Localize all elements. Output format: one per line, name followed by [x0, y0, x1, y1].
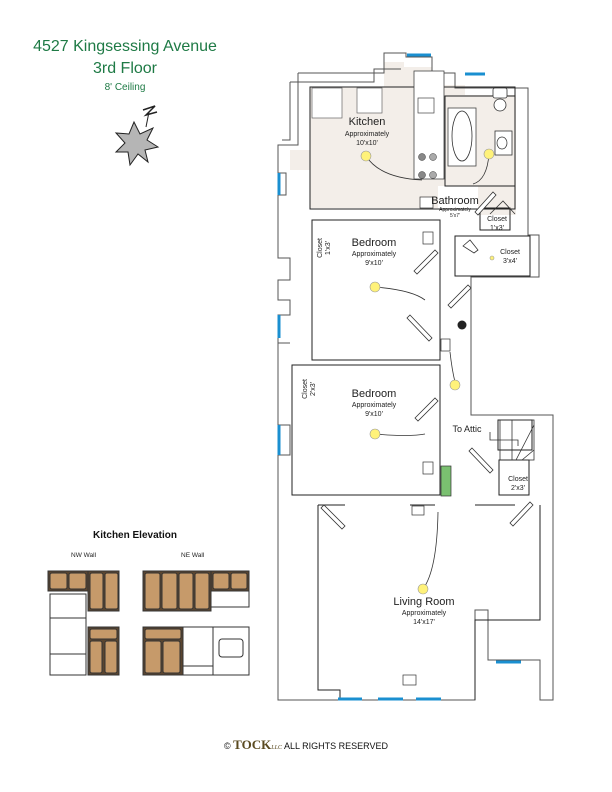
copyright-symbol: © [224, 741, 231, 751]
brand-suffix: LLC [271, 745, 282, 751]
bathroom-fixtures [447, 87, 513, 167]
attic-stairs [489, 419, 535, 461]
doors [320, 191, 534, 530]
outer-walls [277, 52, 554, 701]
bedroom1-size: 9'x10' [365, 260, 383, 267]
bedroom2-label: Bedroom [352, 388, 397, 400]
elevation-title: Kitchen Elevation [93, 530, 177, 541]
living-room-size: 14'x17' [413, 619, 435, 626]
elevation-wall-ne: NE Wall [181, 552, 205, 559]
kitchen-elevation-ne-wall [142, 570, 250, 676]
living-closet-size: 2'x3' [511, 485, 525, 492]
bathroom-size: 5'x7' [450, 213, 460, 219]
kitchen-approx: Approximately [345, 131, 390, 138]
living-room-approx: Approximately [402, 610, 447, 617]
electrical-panel-icon [440, 465, 452, 497]
light-fixtures [360, 148, 495, 595]
bedroom2-approx: Approximately [352, 402, 397, 409]
footer: © TOCKLLC ALL RIGHTS RESERVED [0, 737, 612, 753]
elevation-wall-nw: NW Wall [71, 552, 97, 559]
kitchen-fixtures [311, 70, 445, 180]
kitchen-label: Kitchen [349, 116, 386, 128]
kitchen-elevation-nw-wall [47, 570, 120, 676]
radiators [402, 196, 451, 686]
rights-text: ALL RIGHTS RESERVED [283, 741, 388, 751]
bath-closet-size: 1'x3' [490, 225, 504, 232]
kitchen-size: 10'x10' [356, 140, 378, 147]
bedroom1-approx: Approximately [352, 251, 397, 258]
bedroom2-size: 9'x10' [365, 411, 383, 418]
bedroom1-label: Bedroom [352, 237, 397, 249]
floor-label: 3rd Floor [92, 60, 158, 77]
living-closet-label: Closet [508, 476, 528, 483]
north-arrow-icon [114, 105, 160, 167]
bath-closet-label: Closet [487, 216, 507, 223]
bedroom2-closet-size: 2'x3' [310, 382, 317, 396]
hall-closet-label: Closet [500, 249, 520, 256]
bathroom-label: Bathroom [431, 195, 479, 207]
bathroom-approx: Approximately [439, 207, 471, 213]
interior-walls [291, 86, 541, 700]
hall-closet-size: 3'x4' [503, 258, 517, 265]
windows [277, 53, 521, 701]
property-address: 4527 Kingsessing Avenue [33, 38, 217, 55]
bedroom2-closet-label: Closet [302, 379, 309, 399]
ceiling-height: 8' Ceiling [104, 82, 146, 93]
brand-logo: TOCK [233, 737, 272, 752]
kitchen-bath-floor [290, 62, 516, 215]
living-room-label: Living Room [393, 596, 454, 608]
bedroom1-closet-size: 1'x3' [325, 241, 332, 255]
bedroom1-closet-label: Closet [317, 238, 324, 258]
attic-label: To Attic [452, 424, 482, 434]
chimney-icon [457, 320, 467, 330]
